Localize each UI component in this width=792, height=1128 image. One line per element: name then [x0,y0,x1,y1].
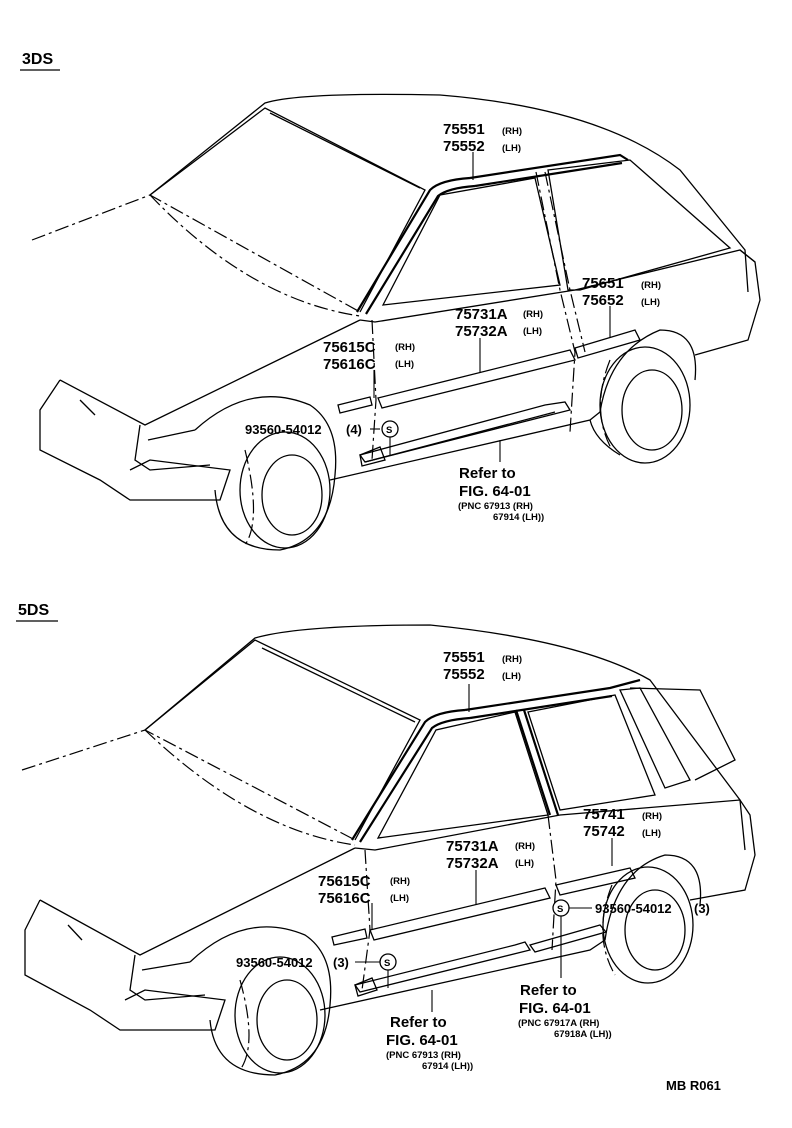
side-tag: (LH) [515,858,534,869]
side-tag: (RH) [502,126,522,137]
side-tag: (RH) [390,876,410,887]
part-number: 75652 [582,292,624,309]
section-header-3ds: 3DS [22,51,53,68]
part-number: 75732A [455,323,508,340]
callout-rear-molding-3ds: 75651 (RH) 75652 (LH) [582,275,661,309]
car-illustration-3ds [31,93,761,551]
refer-text: Refer to [390,1014,447,1031]
figure-reference: FIG. 64-01 [386,1032,458,1049]
refer-text: Refer to [520,982,577,999]
part-number: 75651 [582,275,624,292]
car-illustration-5ds [21,624,756,1076]
side-tag: (LH) [390,893,409,904]
part-number: 93560-54012 [245,422,322,437]
callout-fender-molding-5ds: 75615C (RH) 75616C (LH) [318,873,410,907]
callout-door-molding-5ds: 75731A (RH) 75732A (LH) [446,838,535,872]
three-door-section: 3DS [20,51,761,551]
part-number: 75552 [443,666,485,683]
pnc-reference: (PNC 67913 (RH) [386,1050,461,1061]
part-number: 75615C [318,873,371,890]
side-tag: (RH) [502,654,522,665]
pnc-reference: (PNC 67917A (RH) [518,1018,599,1029]
clip-symbol-label-rear-5ds: S [557,904,563,915]
side-tag: (LH) [395,359,414,370]
part-number: 75732A [446,855,499,872]
callout-fender-molding-3ds: 75615C (RH) 75616C (LH) [323,339,415,373]
part-number: 75551 [443,649,485,666]
side-tag: (LH) [641,297,660,308]
quantity: (3) [333,955,349,970]
pnc-reference: (PNC 67913 (RH) [458,501,533,512]
part-number: 75551 [443,121,485,138]
side-tag: (RH) [641,280,661,291]
quantity: (3) [694,901,710,916]
callout-clip-3ds: 93560-54012 (4) [245,422,362,437]
part-number: 75616C [318,890,371,907]
part-number: 75615C [323,339,376,356]
clip-symbol-front-5ds [379,953,397,971]
figure-reference: FIG. 64-01 [459,483,531,500]
part-number: 75741 [583,806,625,823]
clip-symbol-rear-5ds [552,899,570,917]
part-number: 75742 [583,823,625,840]
side-tag: (RH) [523,309,543,320]
callout-roof-molding-3ds: 75551 (RH) 75552 (LH) [443,121,522,155]
part-number: 75731A [455,306,508,323]
callout-roof-molding-5ds: 75551 (RH) 75552 (LH) [443,649,522,683]
side-tag: (RH) [515,841,535,852]
part-number: 75552 [443,138,485,155]
part-number: 75731A [446,838,499,855]
callout-clip-front-5ds: 93560-54012 (3) [236,955,349,970]
figure-reference: FIG. 64-01 [519,1000,591,1017]
callout-refer-front-5ds: Refer to FIG. 64-01 (PNC 67913 (RH) 6791… [386,1014,473,1072]
side-tag: (LH) [502,671,521,682]
side-tag: (RH) [642,811,662,822]
pnc-reference: 67914 (LH)) [493,512,544,523]
drawing-code: MB R061 [666,1078,721,1093]
pnc-reference: 67918A (LH)) [554,1029,612,1040]
section-header-5ds: 5DS [18,602,49,619]
side-tag: (LH) [642,828,661,839]
clip-symbol-3ds [381,420,399,438]
quantity: (4) [346,422,362,437]
clip-symbol-label-front-5ds: S [384,958,390,969]
side-tag: (LH) [502,143,521,154]
callout-refer-3ds: Refer to FIG. 64-01 (PNC 67913 (RH) 6791… [458,465,544,523]
part-number: 93560-54012 [236,955,313,970]
part-number: 93560-54012 [595,901,672,916]
clip-symbol-label-3ds: S [386,425,392,436]
pnc-reference: 67914 (LH)) [422,1061,473,1072]
five-door-section: 5DS [16,602,756,1076]
callout-clip-rear-5ds: 93560-54012 (3) [595,901,710,916]
callout-rear-molding-5ds: 75741 (RH) 75742 (LH) [583,806,662,840]
side-tag: (LH) [523,326,542,337]
part-number: 75616C [323,356,376,373]
callout-door-molding-3ds: 75731A (RH) 75732A (LH) [455,306,543,340]
side-tag: (RH) [395,342,415,353]
callout-refer-rear-5ds: Refer to FIG. 64-01 (PNC 67917A (RH) 679… [518,982,612,1040]
refer-text: Refer to [459,465,516,482]
